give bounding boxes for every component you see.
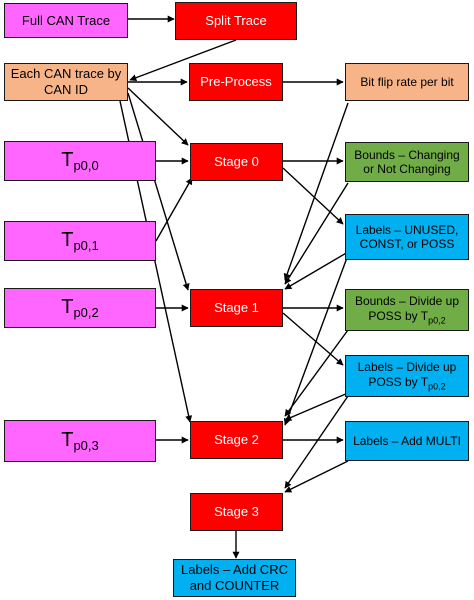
each-can-trace-label: Each CAN trace by CAN ID — [10, 66, 122, 97]
t-p02-box: Tp0,2 — [4, 288, 156, 328]
bit-flip-rate-label: Bit flip rate per bit — [360, 74, 454, 89]
full-can-trace-label: Full CAN Trace — [21, 12, 111, 28]
arrow-split-to-each — [129, 39, 237, 82]
arrow-each-to-stage1 — [127, 92, 190, 291]
bounds-changing-label: Bounds – Changing or Not Changing — [354, 147, 460, 176]
stage2-box: Stage 2 — [190, 421, 283, 459]
pre-process-label: Pre-Process — [200, 74, 272, 90]
arrow-stage1-to-labels-divide — [282, 312, 344, 366]
labels-unused-label: Labels – UNUSED, CONST, or POSS — [355, 222, 459, 251]
arrow-bounds-to-stage1 — [284, 182, 349, 285]
arrow-stage0-to-labels-unused — [282, 167, 344, 225]
labels-crc-label: Labels – Add CRC and COUNTER — [181, 562, 288, 593]
stage3-box: Stage 3 — [190, 493, 283, 531]
full-can-trace-box: Full CAN Trace — [4, 3, 128, 38]
t-p03-label: Tp0,3 — [61, 429, 99, 454]
split-trace-label: Split Trace — [205, 13, 267, 29]
labels-unused-box: Labels – UNUSED, CONST, or POSS — [345, 214, 469, 260]
each-can-trace-box: Each CAN trace by CAN ID — [4, 63, 128, 101]
bit-flip-rate-box: Bit flip rate per bit — [345, 63, 469, 101]
t-p03-box: Tp0,3 — [4, 420, 156, 462]
arrow-bitflip-to-stage1 — [283, 102, 349, 281]
pre-process-box: Pre-Process — [189, 63, 283, 101]
stage0-box: Stage 0 — [190, 143, 283, 181]
t-p02-label: Tp0,2 — [61, 296, 99, 321]
bounds-changing-box: Bounds – Changing or Not Changing — [345, 142, 469, 182]
arrow-bounds-divide-to-stage2 — [284, 329, 349, 417]
arrow-labels-unused-to-stage2 — [283, 254, 349, 426]
arrow-tp01-to-stage0 — [155, 177, 193, 242]
split-trace-box: Split Trace — [175, 2, 297, 40]
arrow-labels-divide-to-stage3 — [284, 395, 349, 489]
stage1-label: Stage 1 — [214, 300, 259, 316]
stage3-label: Stage 3 — [214, 504, 259, 520]
arrow-each-to-stage0 — [127, 87, 189, 146]
arrow-multi-to-stage3 — [284, 460, 349, 493]
stage1-box: Stage 1 — [190, 289, 283, 327]
labels-multi-box: Labels – Add MULTI — [345, 421, 469, 461]
arrow-labels-unused-to-stage1 — [284, 251, 349, 290]
stage0-label: Stage 0 — [214, 154, 259, 170]
arrow-labels-divide-to-stage2 — [284, 392, 349, 421]
labels-crc-box: Labels – Add CRC and COUNTER — [173, 559, 296, 597]
labels-multi-label: Labels – Add MULTI — [353, 433, 461, 448]
t-p01-label: Tp0,1 — [61, 229, 99, 254]
t-p00-box: Tp0,0 — [4, 141, 156, 181]
t-p00-label: Tp0,0 — [61, 149, 99, 174]
t-p01-box: Tp0,1 — [4, 221, 156, 261]
stage2-label: Stage 2 — [214, 432, 259, 448]
